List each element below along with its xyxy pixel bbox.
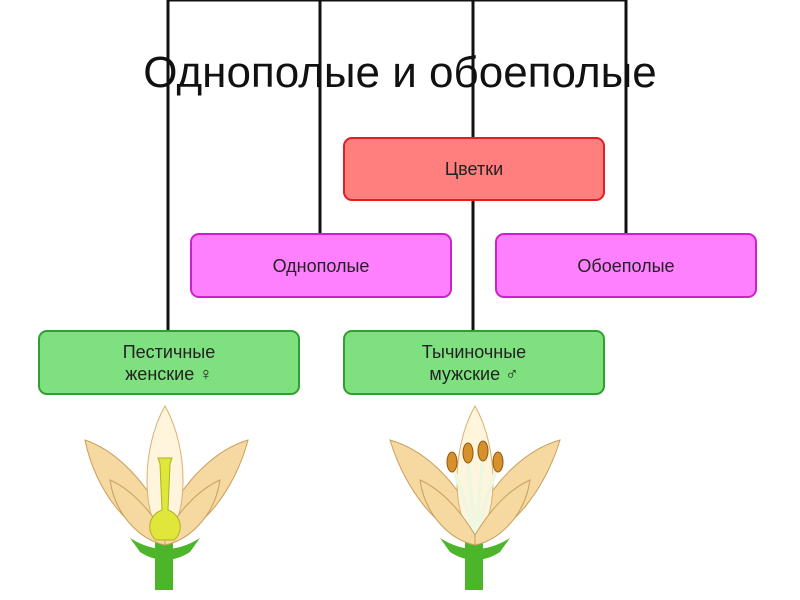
staminate-flower-icon	[389, 404, 561, 590]
node-bisexual: Обоеполые	[495, 233, 757, 298]
node-bisexual-label: Обоеполые	[577, 255, 675, 276]
node-flowers-label: Цветки	[444, 159, 504, 179]
node-pistillate: Пестичные женские ♀	[38, 330, 300, 395]
node-staminate-label: Тычиночные мужские ♂	[421, 341, 527, 384]
slide-title: Однополые и обоеполые	[143, 48, 657, 97]
node-staminate: Тычиночные мужские ♂	[343, 330, 605, 395]
node-unisexual: Однополые	[190, 233, 452, 298]
node-pistillate-label: Пестичные женские ♀	[122, 341, 216, 384]
connector-outer-bracket	[166, 0, 628, 338]
node-flowers: Цветки	[343, 137, 605, 201]
pistillate-flower-icon	[84, 404, 249, 590]
node-unisexual-label: Однополые	[272, 255, 370, 276]
